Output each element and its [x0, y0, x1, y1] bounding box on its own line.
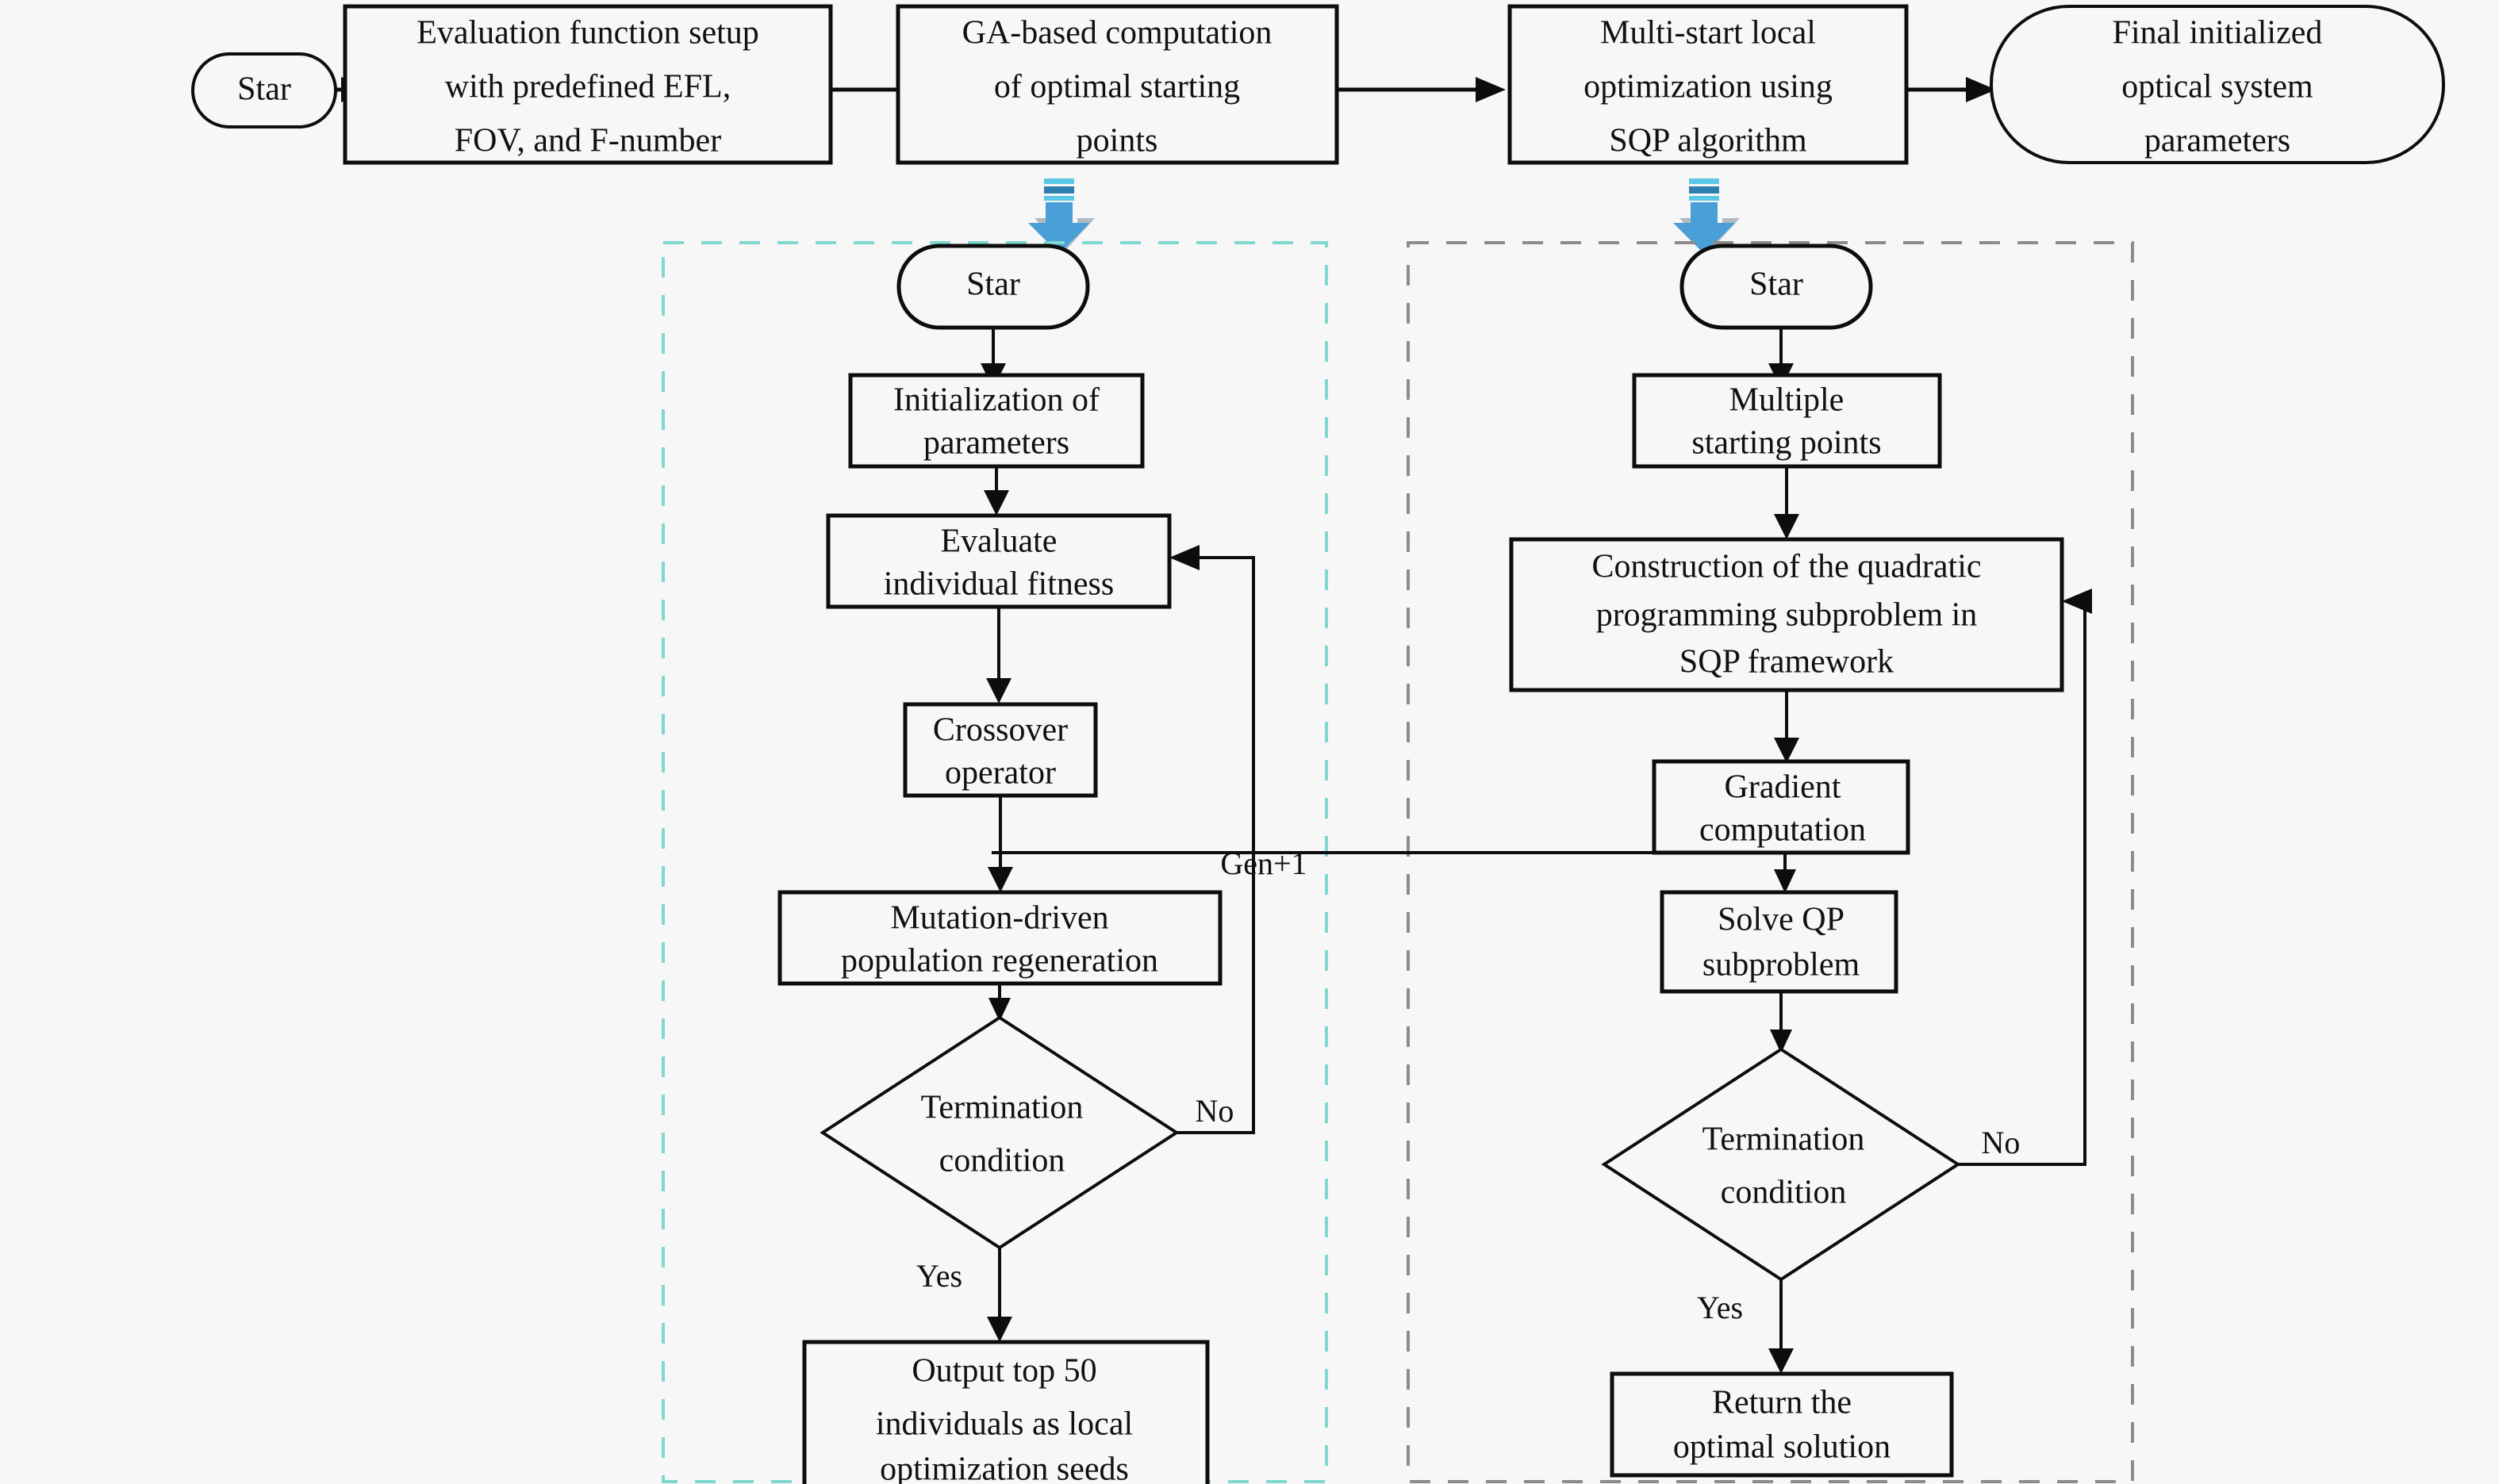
sqp-local-line-1: Multi-start local — [1600, 15, 1816, 52]
ga-compute-line-2: of optimal starting — [994, 69, 1240, 105]
ga-loop-label: Gen+1 — [1220, 846, 1307, 881]
sqp-start-node[interactable]: Star — [1679, 243, 1873, 330]
ga-out-line-3: optimization seeds — [880, 1451, 1129, 1484]
edge-multi-to-construct — [1774, 466, 1799, 539]
sqp-subflow-panel-border — [1407, 241, 2134, 1483]
ga-out-line-2: individuals as local — [876, 1406, 1133, 1443]
ga-start-label: Star — [966, 267, 1020, 303]
ga-expand-arrow — [1028, 178, 1095, 254]
sqp-grad-line-2: computation — [1699, 812, 1866, 849]
sqp-constr-line-2: programming subproblem in — [1596, 597, 1978, 634]
ga-mut-line-2: population regeneration — [841, 943, 1158, 980]
sqp-out-line-2: optimal solution — [1673, 1429, 1891, 1466]
ga-node-evaluate-fitness[interactable]: Evaluate individual fitness — [826, 513, 1172, 609]
edge-sqp-yes — [1768, 1279, 1794, 1374]
sqp-solve-line-2: subproblem — [1702, 947, 1860, 984]
final-output-line-3: parameters — [2144, 123, 2290, 159]
sqp-node-solve-qp[interactable]: Solve QP subproblem — [1660, 890, 1898, 994]
ga-mut-line-1: Mutation-driven — [890, 900, 1108, 937]
sqp-multi-line-1: Multiple — [1729, 382, 1844, 419]
edge-sqp-to-final — [1906, 77, 1996, 102]
sqp-start-label: Star — [1749, 267, 1803, 303]
edge-ga-yes — [987, 1248, 1012, 1342]
ga-no-label: No — [1196, 1093, 1234, 1129]
edge-init-to-eval — [984, 466, 1009, 516]
ga-init-line-2: parameters — [923, 425, 1069, 462]
ga-subflow-group: Star Initialization of parameters Evalua… — [777, 243, 1307, 1484]
edge-gradient-to-solve — [992, 851, 1796, 893]
ga-node-mutation[interactable]: Mutation-driven population regeneration — [777, 890, 1223, 986]
ga-start-node[interactable]: Star — [896, 243, 1090, 330]
main-flow-group: Star Evaluation function setup with pred… — [191, 4, 2445, 165]
ga-init-line-1: Initialization of — [893, 382, 1100, 419]
ga-term-line-2: condition — [939, 1143, 1065, 1179]
ga-out-line-1: Output top 50 — [912, 1353, 1096, 1390]
ga-eval-line-1: Evaluate — [941, 523, 1058, 560]
sqp-constr-line-3: SQP framework — [1679, 644, 1894, 681]
sqp-local-line-2: optimization using — [1583, 69, 1833, 105]
ga-compute-line-3: points — [1077, 123, 1158, 159]
ga-cross-line-2: operator — [945, 755, 1056, 792]
ga-compute-line-1: GA-based computation — [962, 15, 1273, 52]
sqp-local-line-3: SQP algorithm — [1609, 123, 1807, 159]
edge-solve-to-termination — [1770, 991, 1792, 1053]
sqp-no-label: No — [1982, 1125, 2021, 1160]
final-output-line-2: optical system — [2121, 69, 2313, 105]
sqp-node-return-solution[interactable]: Return the optimal solution — [1610, 1371, 1954, 1478]
main-node-sqp-local[interactable]: Multi-start local optimization using SQP… — [1507, 4, 1909, 165]
edge-construct-to-gradient — [1774, 690, 1799, 763]
ga-node-output[interactable]: Output top 50 individuals as local optim… — [802, 1340, 1210, 1484]
sqp-node-gradient[interactable]: Gradient computation — [1652, 759, 1910, 855]
sqp-subflow-group: Star Multiple starting points Constructi… — [992, 243, 2092, 1478]
sqp-expand-arrow — [1673, 178, 1740, 254]
ga-eval-line-2: individual fitness — [884, 566, 1114, 603]
sqp-node-termination-decision[interactable]: Termination condition — [1601, 1047, 1961, 1282]
sqp-grad-line-1: Gradient — [1725, 769, 1841, 806]
sqp-node-multiple-start[interactable]: Multiple starting points — [1632, 373, 1942, 469]
main-start-label: Star — [237, 71, 291, 108]
eval-setup-line-2: with predefined EFL, — [445, 69, 731, 105]
sqp-solve-line-1: Solve QP — [1718, 902, 1844, 938]
sqp-term-line-1: Termination — [1702, 1122, 1865, 1158]
edge-sqp-no-loop — [1958, 589, 2092, 1166]
eval-setup-line-1: Evaluation function setup — [416, 15, 759, 52]
ga-node-initialization[interactable]: Initialization of parameters — [848, 373, 1145, 469]
edge-crossover-to-mutation — [988, 796, 1013, 892]
sqp-node-construct-qp[interactable]: Construction of the quadratic programmin… — [1509, 537, 2064, 692]
sqp-yes-label: Yes — [1697, 1290, 1743, 1325]
ga-cross-line-1: Crossover — [933, 712, 1068, 749]
ga-node-termination-decision[interactable]: Termination condition — [820, 1015, 1180, 1250]
sqp-multi-line-2: starting points — [1691, 425, 1881, 462]
final-output-line-1: Final initialized — [2113, 15, 2323, 52]
sqp-term-line-2: condition — [1721, 1175, 1847, 1211]
ga-term-line-1: Termination — [921, 1090, 1084, 1126]
sqp-out-line-1: Return the — [1712, 1385, 1852, 1421]
main-node-ga-compute[interactable]: GA-based computation of optimal starting… — [896, 4, 1339, 165]
sqp-constr-line-1: Construction of the quadratic — [1591, 549, 1981, 585]
ga-yes-label: Yes — [916, 1258, 962, 1294]
ga-node-crossover[interactable]: Crossover operator — [903, 702, 1098, 798]
main-node-eval-setup[interactable]: Evaluation function setup with predefine… — [343, 4, 833, 165]
edge-mutation-to-termination — [988, 984, 1011, 1022]
edge-ga-to-sqp — [1337, 77, 1506, 102]
main-start-node[interactable]: Star — [191, 52, 337, 128]
edge-ga-no-loop — [1169, 545, 1255, 1134]
eval-setup-line-3: FOV, and F-number — [455, 123, 721, 159]
main-node-final-output[interactable]: Final initialized optical system paramet… — [1990, 5, 2445, 164]
edge-eval-to-crossover — [986, 607, 1012, 704]
